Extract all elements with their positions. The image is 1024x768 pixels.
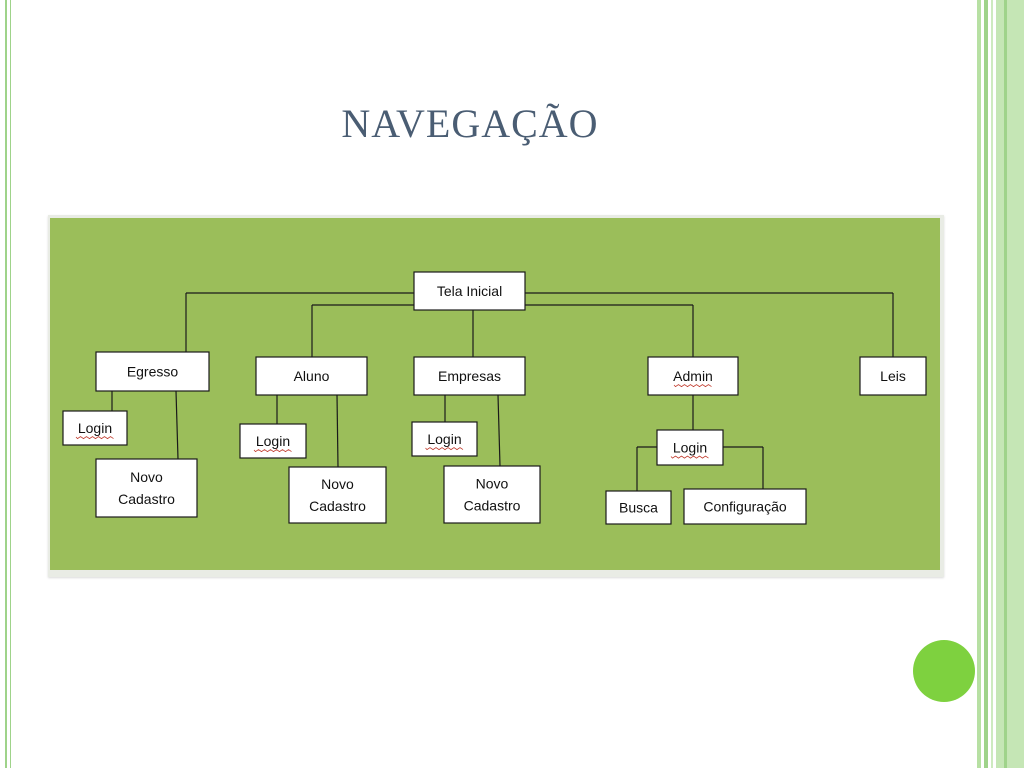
node-box [62,410,128,446]
node-box [413,356,526,396]
tree-node-root: Tela Inicial [413,271,526,311]
node-label: Leis [880,368,906,384]
tree-node-empresas: Empresas [413,356,526,396]
node-label: Cadastro [309,498,366,514]
node-box [656,429,724,466]
tree-node-empresas-login: Login [411,421,478,457]
node-label: Admin [673,368,713,384]
node-label: Cadastro [464,498,521,514]
node-label: Login [78,420,112,436]
tree-node-egresso: Egresso [95,351,210,392]
node-label: Empresas [438,368,501,384]
left-border-line [5,0,7,768]
tree-node-egresso-login: Login [62,410,128,446]
node-label: Configuração [703,499,786,515]
node-box [683,488,807,525]
node-box [411,421,478,457]
right-stripe [996,0,1024,768]
node-box [288,466,387,524]
tree-node-admin: Admin [647,356,739,396]
node-label: Busca [619,500,658,516]
node-label: Novo [130,469,163,485]
spellcheck-underline [425,447,464,451]
node-box [255,356,368,396]
node-label: Egresso [127,364,179,380]
spellcheck-underline [673,384,712,388]
node-label: Login [427,431,461,447]
right-stripe [991,0,993,768]
node-label: Login [673,440,707,456]
tree-node-aluno-login: Login [239,423,307,459]
node-label: Tela Inicial [437,283,502,299]
node-label: Aluno [294,368,330,384]
connector-line [497,394,501,467]
node-box [605,490,672,525]
right-stripe [984,0,988,768]
node-box [95,351,210,392]
right-stripe [977,0,981,768]
spellcheck-underline [75,436,114,440]
tree-node-admin-config: Configuração [683,488,807,525]
connector-line [336,394,339,468]
left-border-line [10,0,11,768]
spellcheck-underline [670,455,709,459]
node-box [443,465,541,524]
tree-node-leis: Leis [859,356,927,396]
node-box [859,356,927,396]
tree-node-admin-login: Login [656,429,724,466]
node-box [239,423,307,459]
connector-line [175,390,179,460]
node-box [413,271,526,311]
node-label: Login [256,433,290,449]
node-label: Cadastro [118,491,175,507]
right-stripe [1004,0,1007,768]
node-box [647,356,739,396]
spellcheck-underline [253,449,292,453]
tree-node-aluno: Aluno [255,356,368,396]
node-label: Novo [321,476,354,492]
node-box [95,458,198,518]
node-label: Novo [476,476,509,492]
slide-title: NAVEGAÇÃO [341,101,599,146]
accent-circle [913,640,975,702]
tree-node-admin-busca: Busca [605,490,672,525]
